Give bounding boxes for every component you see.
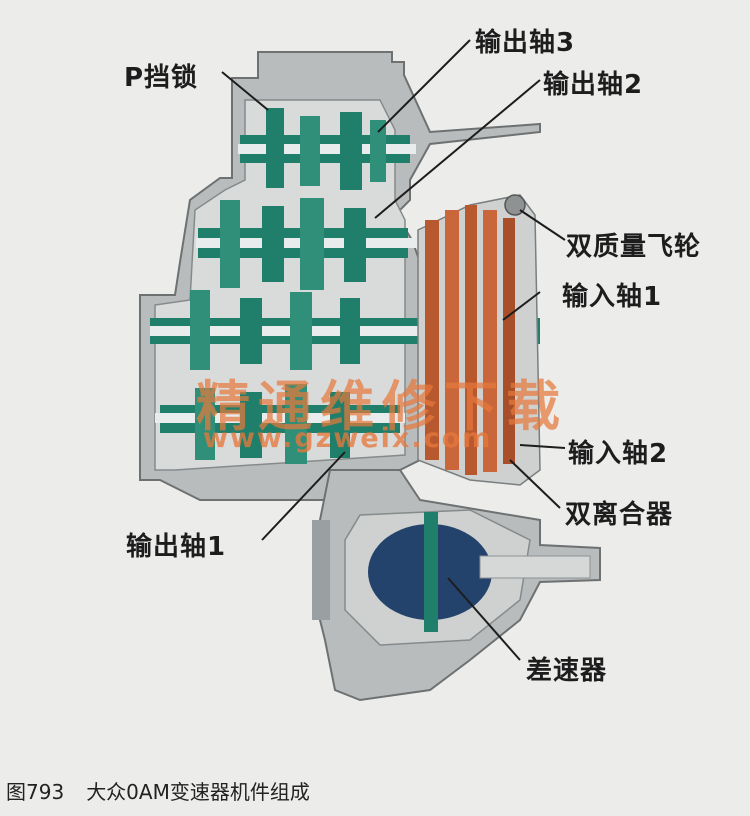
label-dual-mass-flywheel: 双质量飞轮: [566, 232, 702, 262]
watermark-text: 精通维修下载: [196, 374, 568, 438]
output-shaft-1: [155, 384, 405, 464]
label-output-shaft-3: 输出轴3: [475, 28, 576, 58]
label-output-shaft-1: 输出轴1: [126, 532, 227, 562]
label-p-lock: P挡锁: [124, 63, 199, 93]
label-input-shaft-1: 输入轴1: [562, 282, 663, 312]
leader-lines: [221, 39, 566, 661]
differential-housing: [312, 469, 601, 702]
label-dual-clutch: 双离合器: [565, 500, 674, 530]
label-differential: 差速器: [526, 656, 608, 686]
figure-number: 图793: [6, 780, 65, 804]
output-shaft-3: [238, 108, 416, 190]
output-shaft-2: [196, 198, 416, 290]
label-input-shaft-2: 输入轴2: [568, 439, 669, 469]
watermark-url: www.gzweix.com: [203, 423, 493, 454]
label-output-shaft-2: 输出轴2: [543, 70, 644, 100]
figure-caption: 图793 大众0AM变速器机件组成: [6, 776, 332, 805]
figure-title: 大众0AM变速器机件组成: [86, 780, 310, 804]
dual-clutch-assembly: [417, 194, 541, 486]
